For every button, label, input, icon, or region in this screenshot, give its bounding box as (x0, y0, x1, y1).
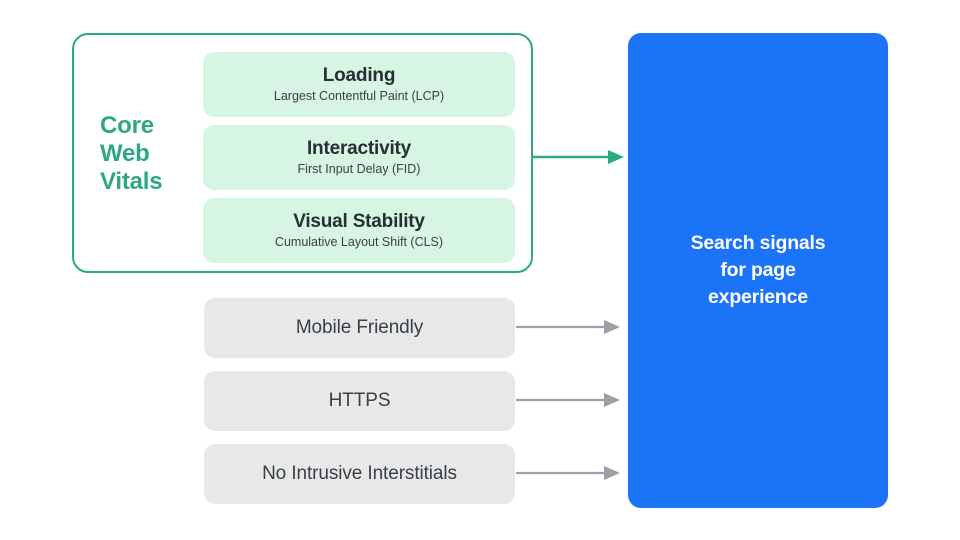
core-web-vitals-group-label: Core Web Vitals (100, 112, 196, 196)
metric-title: Interactivity (306, 137, 412, 159)
metric-subtitle: Largest Contentful Paint (LCP) (273, 88, 445, 103)
metric-title: Loading (322, 64, 396, 86)
signal-label: No Intrusive Interstitials (262, 463, 457, 484)
core-web-vitals-arrow (533, 150, 624, 164)
search-signals-line-3: experience (708, 286, 808, 308)
no-intrusive-interstitials-arrow (516, 466, 620, 480)
metric-card-loading: Loading Largest Contentful Paint (LCP) (203, 52, 515, 117)
signal-label: HTTPS (328, 390, 391, 411)
signal-card-https: HTTPS (204, 371, 515, 431)
metric-card-interactivity: Interactivity First Input Delay (FID) (203, 125, 515, 190)
core-web-vitals-label-line-2: Web (100, 140, 150, 167)
search-signals-line-1: Search signals (690, 232, 826, 254)
metric-title: Visual Stability (293, 210, 425, 232)
signal-card-mobile-friendly: Mobile Friendly (204, 298, 515, 358)
core-web-vitals-group (72, 33, 533, 273)
metric-card-visual-stability: Visual Stability Cumulative Layout Shift… (203, 198, 515, 263)
core-web-vitals-label-line-1: Core (100, 112, 154, 139)
search-signals-label: Search signals for page experience (691, 230, 826, 311)
metric-subtitle: Cumulative Layout Shift (CLS) (274, 234, 444, 249)
core-web-vitals-label-line-3: Vitals (100, 168, 163, 195)
signal-card-no-intrusive-interstitials: No Intrusive Interstitials (204, 444, 515, 504)
metric-subtitle: First Input Delay (FID) (297, 161, 421, 176)
search-signals-line-2: for page (720, 259, 796, 281)
signal-label: Mobile Friendly (295, 317, 424, 338)
https-arrow (516, 393, 620, 407)
search-signals-panel: Search signals for page experience (628, 33, 888, 508)
mobile-friendly-arrow (516, 320, 620, 334)
